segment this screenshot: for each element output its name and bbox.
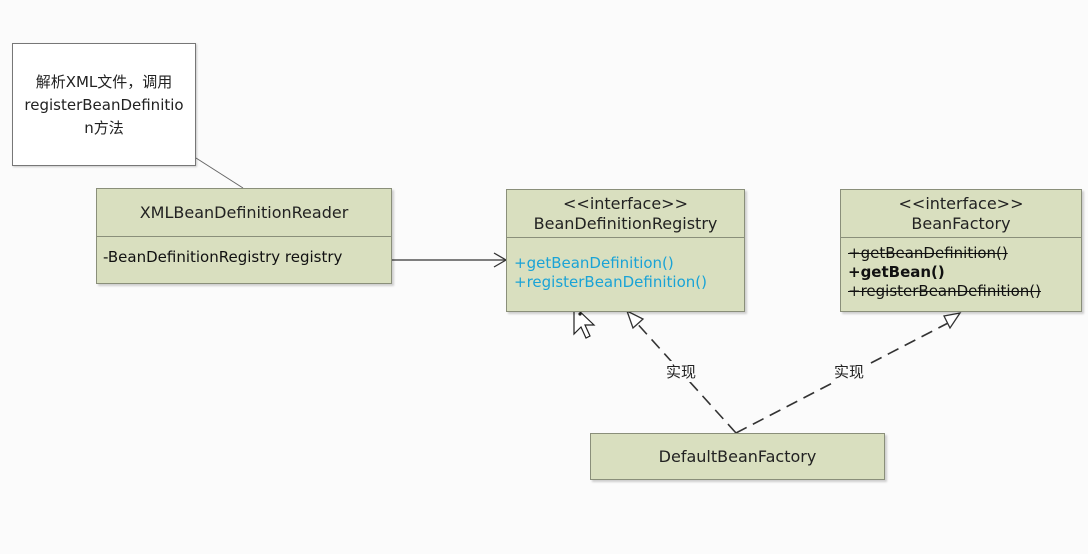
stereotype-label: <<interface>>	[563, 194, 688, 213]
note-anchor-line	[195, 157, 244, 189]
note-line-1: 解析XML文件，调用	[35, 73, 173, 91]
class-title: XMLBeanDefinitionReader	[139, 203, 349, 222]
realization-label-right: 实现	[832, 361, 867, 382]
note-line-3: n方法	[84, 119, 124, 137]
comment-note: 解析XML文件，调用 registerBeanDefinitio n方法	[12, 43, 196, 166]
interface-title: BeanDefinitionRegistry	[533, 214, 718, 233]
realization-label-left: 实现	[664, 361, 699, 382]
interface-bean-definition-registry[interactable]: <<interface>> BeanDefinitionRegistry +ge…	[506, 189, 745, 312]
method-register-bean-definition: +registerBeanDefinition()	[848, 282, 1041, 300]
class-xml-bean-definition-reader[interactable]: XMLBeanDefinitionReader -BeanDefinitionR…	[96, 188, 392, 284]
interface-title: BeanFactory	[911, 214, 1011, 233]
method-get-bean-definition: +getBeanDefinition()	[514, 254, 674, 272]
class-attribute: -BeanDefinitionRegistry registry	[103, 248, 343, 266]
method-register-bean-definition: +registerBeanDefinition()	[514, 273, 707, 291]
class-title: DefaultBeanFactory	[658, 447, 817, 466]
realization-arrowhead-left	[625, 309, 645, 330]
class-default-bean-factory[interactable]: DefaultBeanFactory	[590, 433, 885, 480]
method-get-bean-definition: +getBeanDefinition()	[848, 244, 1008, 262]
note-line-2: registerBeanDefinitio	[24, 96, 184, 114]
interface-bean-factory[interactable]: <<interface>> BeanFactory +getBeanDefini…	[840, 189, 1082, 312]
method-get-bean: +getBean()	[848, 263, 945, 281]
realization-arrowhead-right	[943, 312, 962, 330]
stereotype-label: <<interface>>	[898, 194, 1024, 213]
